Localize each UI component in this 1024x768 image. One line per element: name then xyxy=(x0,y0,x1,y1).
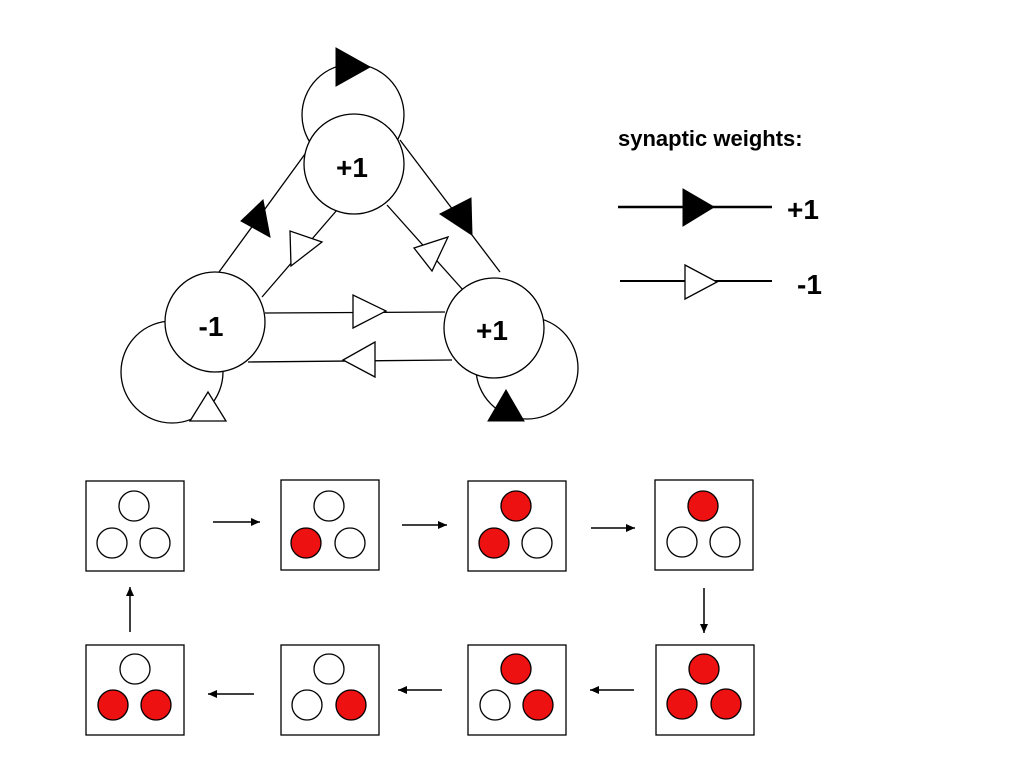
edge-right-to-left-inhibitory xyxy=(247,340,453,379)
inhibitory-arrow xyxy=(412,235,450,273)
state-box xyxy=(280,479,380,571)
excitatory-arrow xyxy=(240,199,271,238)
neuron-left xyxy=(290,527,322,559)
excitatory-arrow xyxy=(335,47,372,87)
neuron-left xyxy=(291,689,323,721)
neuron-top xyxy=(119,653,151,685)
legend: synaptic weights: +1 -1 xyxy=(618,126,822,301)
neuron-top xyxy=(688,653,720,685)
edge-top-to-right-excitatory xyxy=(399,139,501,273)
neuron-left xyxy=(96,527,128,559)
neuron-node-top: +1 xyxy=(303,113,405,215)
neuron-right xyxy=(521,527,553,559)
legend-title: synaptic weights: xyxy=(618,126,803,151)
state-box xyxy=(467,644,567,736)
legend-label: -1 xyxy=(797,269,822,300)
neuron-right xyxy=(709,526,741,558)
neuron-right xyxy=(335,689,367,721)
state-box xyxy=(654,479,754,571)
node-weight-label: -1 xyxy=(199,311,224,342)
neuron-left xyxy=(478,527,510,559)
state-box xyxy=(655,644,755,736)
excitatory-arrow xyxy=(439,197,473,236)
legend-item-excitatory: +1 xyxy=(618,188,819,227)
edge-top-to-right-inhibitory xyxy=(386,204,464,291)
edge-left-to-right-inhibitory xyxy=(264,293,446,330)
inhibitory-arrow xyxy=(289,230,324,268)
neuron-node-right: +1 xyxy=(443,277,545,379)
neuron-right xyxy=(710,688,742,720)
neuron-left xyxy=(479,689,511,721)
neuron-top xyxy=(500,653,532,685)
neuron-right xyxy=(139,527,171,559)
node-weight-label: +1 xyxy=(476,315,508,346)
excitatory-arrow xyxy=(487,389,525,422)
neuron-left xyxy=(97,689,129,721)
edge-left-to-top-excitatory xyxy=(218,153,306,273)
edge-top-to-left-inhibitory xyxy=(261,209,338,298)
neuron-right xyxy=(140,689,172,721)
state-box xyxy=(280,644,380,736)
legend-item-inhibitory: -1 xyxy=(620,263,822,301)
node-weight-label: +1 xyxy=(336,152,368,183)
state-box xyxy=(467,480,567,572)
state-box xyxy=(85,644,185,736)
neuron-left xyxy=(666,526,698,558)
state-box xyxy=(85,480,185,572)
neuron-top xyxy=(118,490,150,522)
neuron-right xyxy=(522,689,554,721)
neuron-node-left: -1 xyxy=(164,271,266,373)
inhibitory-arrow xyxy=(341,340,376,379)
excitatory-arrow xyxy=(682,188,715,227)
neuron-top xyxy=(313,490,345,522)
neuron-top xyxy=(313,653,345,685)
neuron-top xyxy=(500,490,532,522)
inhibitory-arrow xyxy=(188,390,228,422)
neuron-right xyxy=(334,527,366,559)
inhibitory-arrow xyxy=(352,293,388,330)
legend-label: +1 xyxy=(787,194,819,225)
state-cycle xyxy=(85,479,755,736)
neuron-top xyxy=(687,490,719,522)
inhibitory-arrow xyxy=(684,263,719,301)
neuron-left xyxy=(666,688,698,720)
